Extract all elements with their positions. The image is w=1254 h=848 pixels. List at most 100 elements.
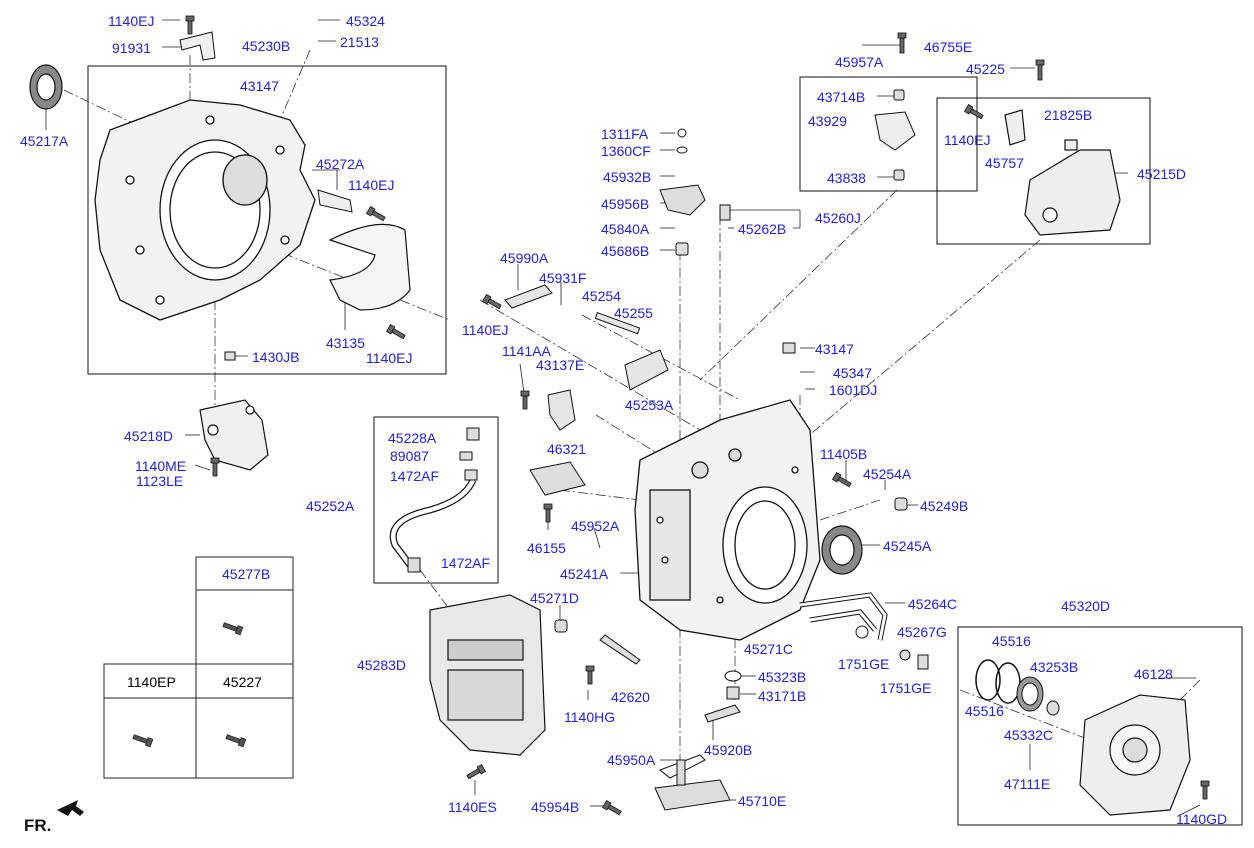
part-label: 45245A (883, 538, 932, 554)
shift-lever-parts (659, 89, 916, 256)
manual-shaft-parts (504, 284, 669, 431)
converter-housing-group-box (87, 65, 447, 375)
part-label: 11405B (820, 446, 868, 462)
part-label: 45255 (614, 305, 653, 321)
part-label: 45932B (603, 169, 652, 185)
part-label: 45956B (601, 196, 650, 212)
part-label: 43171B (758, 688, 807, 704)
part-label: 45710E (738, 793, 787, 809)
part-label: 45253A (625, 397, 674, 413)
shift-lever-group-box (799, 76, 978, 192)
transaxle-case (634, 399, 821, 641)
legend-cell-45227: 45227 (223, 674, 262, 690)
side-cover-orings (975, 659, 1021, 704)
part-label: 1140ME (135, 458, 187, 474)
part-label: 45757 (985, 155, 1024, 171)
part-label: 1140GD (1176, 811, 1228, 827)
part-label: 45931F (539, 270, 587, 286)
part-label: 45217A (20, 133, 69, 149)
oil-pan (429, 594, 546, 756)
part-label: 45272A (316, 156, 365, 172)
part-label: 45271D (530, 590, 580, 606)
part-label: 45260J (815, 210, 861, 226)
part-label: 45516 (992, 633, 1031, 649)
legend-cell-45277b: 45277B (222, 566, 271, 582)
part-label: 46755E (924, 39, 973, 55)
hose-group-box (373, 416, 499, 584)
front-direction-label: FR. (24, 816, 52, 835)
part-label: 45283D (357, 657, 407, 673)
part-label: 1472AF (441, 555, 491, 571)
part-label: 1123LE (136, 473, 184, 489)
legend-bolt-icons (132, 622, 247, 748)
part-label: 1140ES (448, 799, 497, 815)
part-label: 46128 (1134, 666, 1173, 682)
part-label: 45267G (897, 624, 947, 640)
lower-small-parts (224, 342, 929, 811)
mount-bracket-45215d (1004, 109, 1121, 236)
converter-housing (94, 99, 316, 321)
part-label: 1360CF (601, 143, 651, 159)
side-cover-group-box (957, 626, 1243, 826)
baffle-plate (328, 223, 411, 311)
part-label: 46321 (547, 441, 586, 457)
part-label: 45225 (966, 61, 1005, 77)
part-label: 43838 (827, 170, 866, 186)
side-cover-ring (1016, 676, 1060, 716)
part-label: 45215D (1137, 166, 1187, 182)
part-label: 89087 (390, 448, 429, 464)
part-label: 43137E (536, 357, 585, 373)
cooler-pipes-inner (799, 593, 887, 641)
part-label: 45271C (744, 641, 794, 657)
breather-hose-inner (391, 479, 476, 567)
part-label: 43147 (815, 341, 854, 357)
part-label: 1140EJ (108, 13, 155, 29)
part-label: 43135 (326, 335, 365, 351)
part-label: 45332C (1004, 727, 1054, 743)
part-label: 43714B (817, 89, 866, 105)
part-label: 45264C (908, 596, 958, 612)
part-label: 45516 (965, 703, 1004, 719)
part-label: 1140EJ (462, 322, 509, 338)
part-label: 45990A (500, 250, 549, 266)
bracket-91931 (179, 31, 216, 61)
front-direction-arrow (57, 800, 84, 816)
part-label: 1472AF (390, 468, 440, 484)
part-label: 45686B (601, 243, 650, 259)
part-label: 1751GE (880, 680, 932, 696)
part-label: 45254A (863, 466, 912, 482)
oil-seal-left (29, 64, 63, 110)
part-label: 45920B (704, 742, 753, 758)
part-label: 43929 (808, 113, 847, 129)
part-label: 43147 (240, 78, 279, 94)
part-label: 45347 (833, 365, 872, 381)
part-label: 45218D (124, 428, 174, 444)
bracket-45272a (317, 189, 353, 213)
part-label: 1141AA (502, 343, 551, 359)
part-label: 45950A (607, 752, 656, 768)
bracket-group-box (936, 97, 1151, 245)
part-label: 21825B (1044, 107, 1093, 123)
part-label: 45230B (242, 38, 291, 54)
part-label: 1140EJ (366, 350, 413, 366)
part-label: 45952A (571, 518, 620, 534)
part-label: 42620 (611, 689, 650, 705)
part-label: 1140HG (564, 709, 616, 725)
part-label: 45254 (582, 288, 621, 304)
legend-table (103, 556, 294, 779)
part-label: 46155 (527, 540, 566, 556)
part-label: 45954B (531, 799, 580, 815)
part-label: 47111E (1004, 776, 1051, 792)
part-label: 45324 (346, 13, 385, 29)
part-label: 1140EJ (944, 132, 991, 148)
part-label: 43253B (1030, 659, 1079, 675)
bolts (185, 15, 1210, 816)
part-label: 45320D (1061, 598, 1111, 614)
part-label: 45249B (920, 498, 969, 514)
legend-cell-1140ep: 1140EP (127, 674, 176, 690)
oil-seal-right (821, 525, 863, 575)
part-label: 1140EJ (348, 177, 395, 193)
part-label: 45228A (388, 430, 437, 446)
part-label: 45241A (560, 566, 609, 582)
